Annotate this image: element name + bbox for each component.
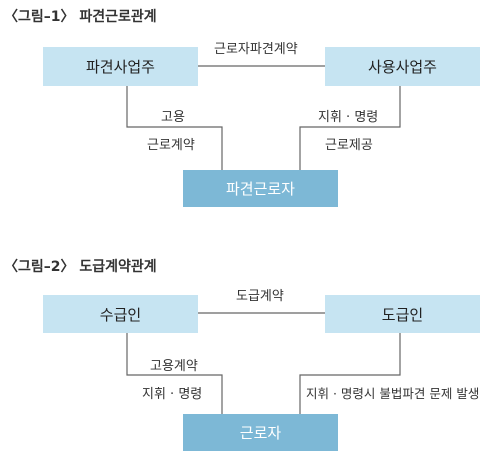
contractor-box: 수급인 xyxy=(43,295,198,333)
fig1-right-label-1: 지휘 · 명령 xyxy=(318,110,379,125)
dispatching-employer-box: 파견사업주 xyxy=(43,47,198,86)
user-employer-box: 사용사업주 xyxy=(325,47,480,86)
fig2-right-label-1: 지휘 · 명령시 불법파견 문제 발생 xyxy=(306,386,480,401)
fig1-right-label-2: 근로제공 xyxy=(325,138,373,153)
figure2-title: 〈그림–2〉 도급계약관계 xyxy=(4,259,157,275)
fig2-left-label-1: 고용계약 xyxy=(150,359,198,374)
figure1-title: 〈그림–1〉 파견근로관계 xyxy=(4,9,157,25)
fig1-left-label-2: 근로계약 xyxy=(147,138,195,153)
fig2-left-connector xyxy=(126,333,223,414)
dispatched-worker-box: 파견근로자 xyxy=(183,170,338,207)
fig1-right-connector xyxy=(299,86,401,170)
fig1-left-label-1: 고용 xyxy=(161,110,185,125)
fig1-left-connector xyxy=(126,86,223,170)
fig2-left-label-2: 지휘 · 명령 xyxy=(142,387,203,402)
fig2-top-label: 도급계약 xyxy=(236,289,284,304)
client-box: 도급인 xyxy=(325,295,480,333)
fig1-top-label: 근로자파견계약 xyxy=(214,42,298,57)
worker-box: 근로자 xyxy=(183,414,338,451)
fig2-right-connector xyxy=(299,333,401,414)
